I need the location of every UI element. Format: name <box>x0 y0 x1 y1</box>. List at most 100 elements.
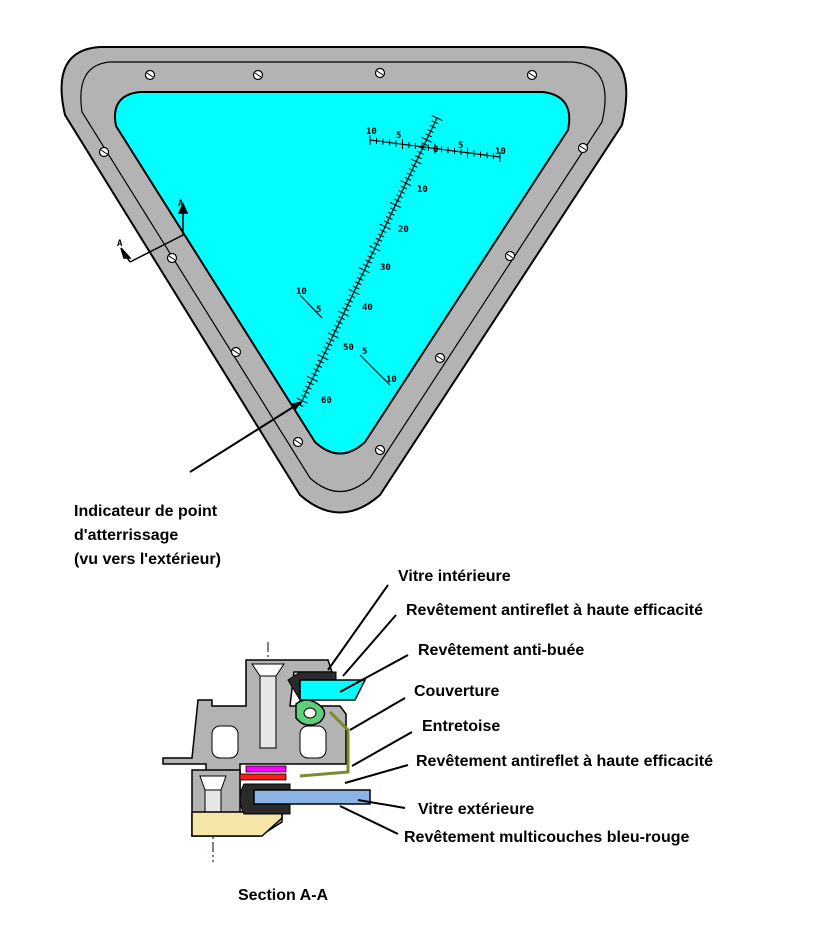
scale-tick <box>390 207 397 212</box>
scale-right-label-10: 10 <box>386 375 397 385</box>
scale-tick <box>421 142 428 147</box>
scale-tick <box>306 375 319 382</box>
scale-tick <box>394 198 401 203</box>
scale-tick <box>369 250 377 255</box>
landing-scale <box>296 114 501 407</box>
scale-tick <box>352 285 360 290</box>
frame-screw-slot <box>436 355 444 361</box>
label-vitre-exterieure: Vitre extérieure <box>418 801 535 818</box>
label-entretoise: Entretoise <box>422 718 501 735</box>
scale-tick <box>354 281 362 286</box>
scale-tick <box>365 259 372 264</box>
scale-tick <box>377 233 385 238</box>
scale-tick <box>369 245 381 252</box>
scale-tick <box>400 185 408 190</box>
scale-left-cross <box>299 294 323 319</box>
scale-labels: 10 5 0 5 10 10 20 30 40 50 60 10 5 5 10 <box>296 127 506 406</box>
indicator-label-line1: Indicateur de point <box>74 503 218 520</box>
scale-top-label-right-10: 10 <box>495 147 506 157</box>
leader-antireflet-1 <box>342 614 397 677</box>
scale-main-label-40: 40 <box>362 303 373 313</box>
inner-glass-section <box>299 679 367 701</box>
frame-screw-slot <box>528 72 536 78</box>
scale-main-label-50: 50 <box>343 343 354 353</box>
indicator-leader <box>189 401 302 473</box>
section-pocket-left <box>211 725 239 759</box>
scale-tick <box>429 124 437 129</box>
scale-tick <box>323 346 331 351</box>
window-frame <box>60 46 628 514</box>
scale-tick <box>410 158 422 165</box>
frame-screw-slot <box>376 70 384 76</box>
section-title: Section A-A <box>238 887 329 904</box>
scale-tick <box>398 189 406 194</box>
scale-tick <box>342 307 350 312</box>
section-marker-letter-up: A <box>178 199 184 209</box>
scale-main-label-60: 60 <box>321 396 332 406</box>
scale-tick <box>379 229 387 234</box>
scale-tick <box>337 310 350 317</box>
scale-top-label-left-5: 5 <box>396 131 401 141</box>
scale-tick <box>304 385 312 390</box>
leader-entretoise <box>351 731 413 767</box>
scale-tick <box>356 276 364 281</box>
scale-tick <box>404 176 412 181</box>
scale-tick <box>317 359 325 364</box>
scale-tick <box>311 372 318 377</box>
scale-top-label-left-10: 10 <box>366 127 377 137</box>
label-anti-buee: Revêtement anti-buée <box>418 642 585 659</box>
section-drawing <box>162 642 371 862</box>
scale-tick <box>327 332 339 339</box>
leader-multicouches <box>339 805 399 835</box>
scale-tick <box>406 172 414 177</box>
section-marker-letter-left: A <box>117 239 123 249</box>
leader-vitre-exterieure <box>357 799 406 809</box>
indicator-label-line3: (vu vers l'extérieur) <box>74 551 221 568</box>
scale-tick <box>325 342 333 347</box>
leader-anti-buee <box>339 654 409 693</box>
scale-tick <box>331 329 339 334</box>
label-antireflet-1: Revêtement antireflet à haute efficacité <box>406 602 703 619</box>
scale-tick <box>358 267 370 274</box>
section-marker: A A <box>117 199 189 263</box>
scale-tick <box>317 354 329 361</box>
leader-vitre-interieure <box>327 584 389 671</box>
scale-tick <box>336 320 343 325</box>
bolt-bottom-head <box>199 775 227 791</box>
scale-tick <box>373 242 381 247</box>
spacer-red <box>239 773 287 781</box>
section-leaders <box>327 584 413 835</box>
scale-tick <box>302 389 310 394</box>
scale-tick <box>315 363 323 368</box>
bolt-top-shank <box>259 675 277 749</box>
scale-right-label-5: 5 <box>362 347 367 357</box>
scale-tick <box>358 272 366 277</box>
scale-tick <box>431 120 439 125</box>
frame-screw-slot <box>100 149 108 155</box>
scale-tick <box>385 216 393 220</box>
leader-couverture <box>349 697 406 731</box>
scale-tick <box>417 150 424 155</box>
scale-tick <box>420 136 433 143</box>
scale-tick <box>387 211 395 216</box>
scale-top-ticks <box>369 135 501 162</box>
inner-glass <box>114 91 571 455</box>
scale-tick <box>313 368 320 373</box>
scale-tick <box>348 294 356 299</box>
scale-tick <box>348 288 360 295</box>
frame-screw-slot <box>254 72 262 78</box>
scale-tick <box>408 168 416 173</box>
scale-tick <box>383 220 391 225</box>
scale-tick <box>363 263 370 268</box>
scale-tick <box>300 394 308 399</box>
scale-tick <box>344 303 352 307</box>
scale-tick <box>410 163 418 168</box>
scale-tick <box>296 397 308 404</box>
label-multicouches: Revêtement multicouches bleu-rouge <box>404 829 690 846</box>
scale-tick <box>346 298 354 303</box>
scale-main-label-10: 10 <box>417 185 428 195</box>
scale-tick <box>427 129 435 134</box>
scale-main-label-20: 20 <box>398 225 409 235</box>
